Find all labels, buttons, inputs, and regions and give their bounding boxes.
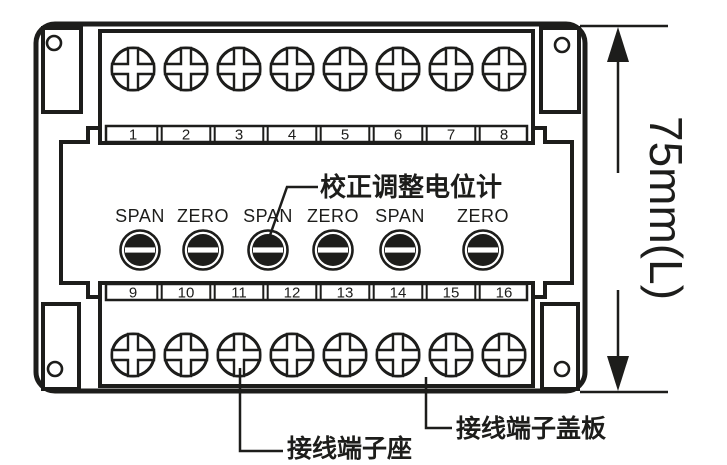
mounting-tab-bottom-left xyxy=(41,302,81,391)
potentiometer-icon xyxy=(312,229,354,271)
mounting-hole-icon xyxy=(45,34,63,52)
top-strip-dividers xyxy=(156,126,481,142)
terminal-number-11: 11 xyxy=(231,285,247,302)
terminal-number-7: 7 xyxy=(447,127,455,144)
terminal-screw-icon xyxy=(269,46,315,92)
terminal-number-5: 5 xyxy=(341,127,349,144)
terminal-number-3: 3 xyxy=(235,127,243,144)
pot-label-span-3: SPAN xyxy=(375,206,425,226)
terminal-number-12: 12 xyxy=(284,285,301,302)
mounting-hole-icon xyxy=(46,360,64,378)
terminal-number-8: 8 xyxy=(500,127,508,144)
bottom-terminal-cover: 9 10 11 12 13 14 15 16 xyxy=(98,281,535,388)
mounting-hole-icon xyxy=(553,36,571,54)
terminal-screw-icon xyxy=(110,46,156,92)
terminal-base-label: 接线端子座 xyxy=(287,434,412,463)
terminal-screw-icon xyxy=(481,332,527,378)
terminal-screw-icon xyxy=(375,332,421,378)
case-step-right xyxy=(529,126,574,299)
terminal-number-9: 9 xyxy=(129,285,137,302)
terminal-number-2: 2 xyxy=(182,127,190,144)
potentiometer-icon xyxy=(379,229,421,271)
terminal-screw-icon xyxy=(163,332,209,378)
terminal-screw-icon xyxy=(322,46,368,92)
mounting-tab-bottom-right xyxy=(540,302,580,391)
terminal-screw-icon xyxy=(322,332,368,378)
leader-line-calibration-pot xyxy=(266,185,318,242)
leader-line-terminal-cover xyxy=(424,377,452,430)
pot-label-span-2: SPAN xyxy=(243,206,293,226)
potentiometer-icon xyxy=(182,229,224,271)
terminal-number-15: 15 xyxy=(443,285,460,302)
pot-label-zero-3: ZERO xyxy=(457,206,509,226)
top-terminal-cover: 1 2 3 4 5 6 7 8 xyxy=(98,29,535,145)
bottom-terminal-numbers: 9 10 11 12 13 14 15 16 xyxy=(129,285,513,302)
mounting-tab-top-right xyxy=(539,26,581,114)
mounting-hole-icon xyxy=(553,360,571,378)
terminal-screw-icon xyxy=(110,332,156,378)
terminal-number-10: 10 xyxy=(178,285,195,302)
terminal-number-14: 14 xyxy=(390,285,407,302)
pot-label-zero-2: ZERO xyxy=(307,206,359,226)
terminal-number-4: 4 xyxy=(288,127,296,144)
arrow-down-icon xyxy=(607,356,629,391)
pot-label-span-1: SPAN xyxy=(115,206,165,226)
dimension-75mm: 75mm(L) xyxy=(580,24,692,394)
terminal-screw-icon xyxy=(163,46,209,92)
calibration-pot-label: 校正调整电位计 xyxy=(320,172,502,202)
terminal-screw-icon xyxy=(216,46,262,92)
terminal-screw-icon xyxy=(481,46,527,92)
dimension-label: 75mm(L) xyxy=(640,116,692,300)
terminal-screw-icon xyxy=(375,46,421,92)
terminal-screw-icon xyxy=(428,332,474,378)
bottom-strip-dividers xyxy=(156,284,481,300)
terminal-screw-icon xyxy=(428,46,474,92)
arrow-up-icon xyxy=(607,27,629,62)
terminal-number-1: 1 xyxy=(129,127,137,144)
terminal-number-13: 13 xyxy=(337,285,354,302)
terminal-number-6: 6 xyxy=(394,127,402,144)
terminal-number-16: 16 xyxy=(496,285,513,302)
potentiometer-icon xyxy=(462,229,504,271)
mounting-tab-top-left xyxy=(41,26,83,114)
terminal-cover-label: 接线端子盖板 xyxy=(456,414,606,443)
potentiometer-row: SPAN ZERO SPAN ZERO SPAN ZERO xyxy=(115,206,509,271)
terminal-screw-icon xyxy=(269,332,315,378)
potentiometer-icon xyxy=(247,229,289,271)
pot-label-zero-1: ZERO xyxy=(177,206,229,226)
leader-line-terminal-base xyxy=(238,368,283,453)
case-step-left xyxy=(59,126,104,299)
top-terminal-numbers: 1 2 3 4 5 6 7 8 xyxy=(129,127,508,144)
potentiometer-icon xyxy=(119,229,161,271)
